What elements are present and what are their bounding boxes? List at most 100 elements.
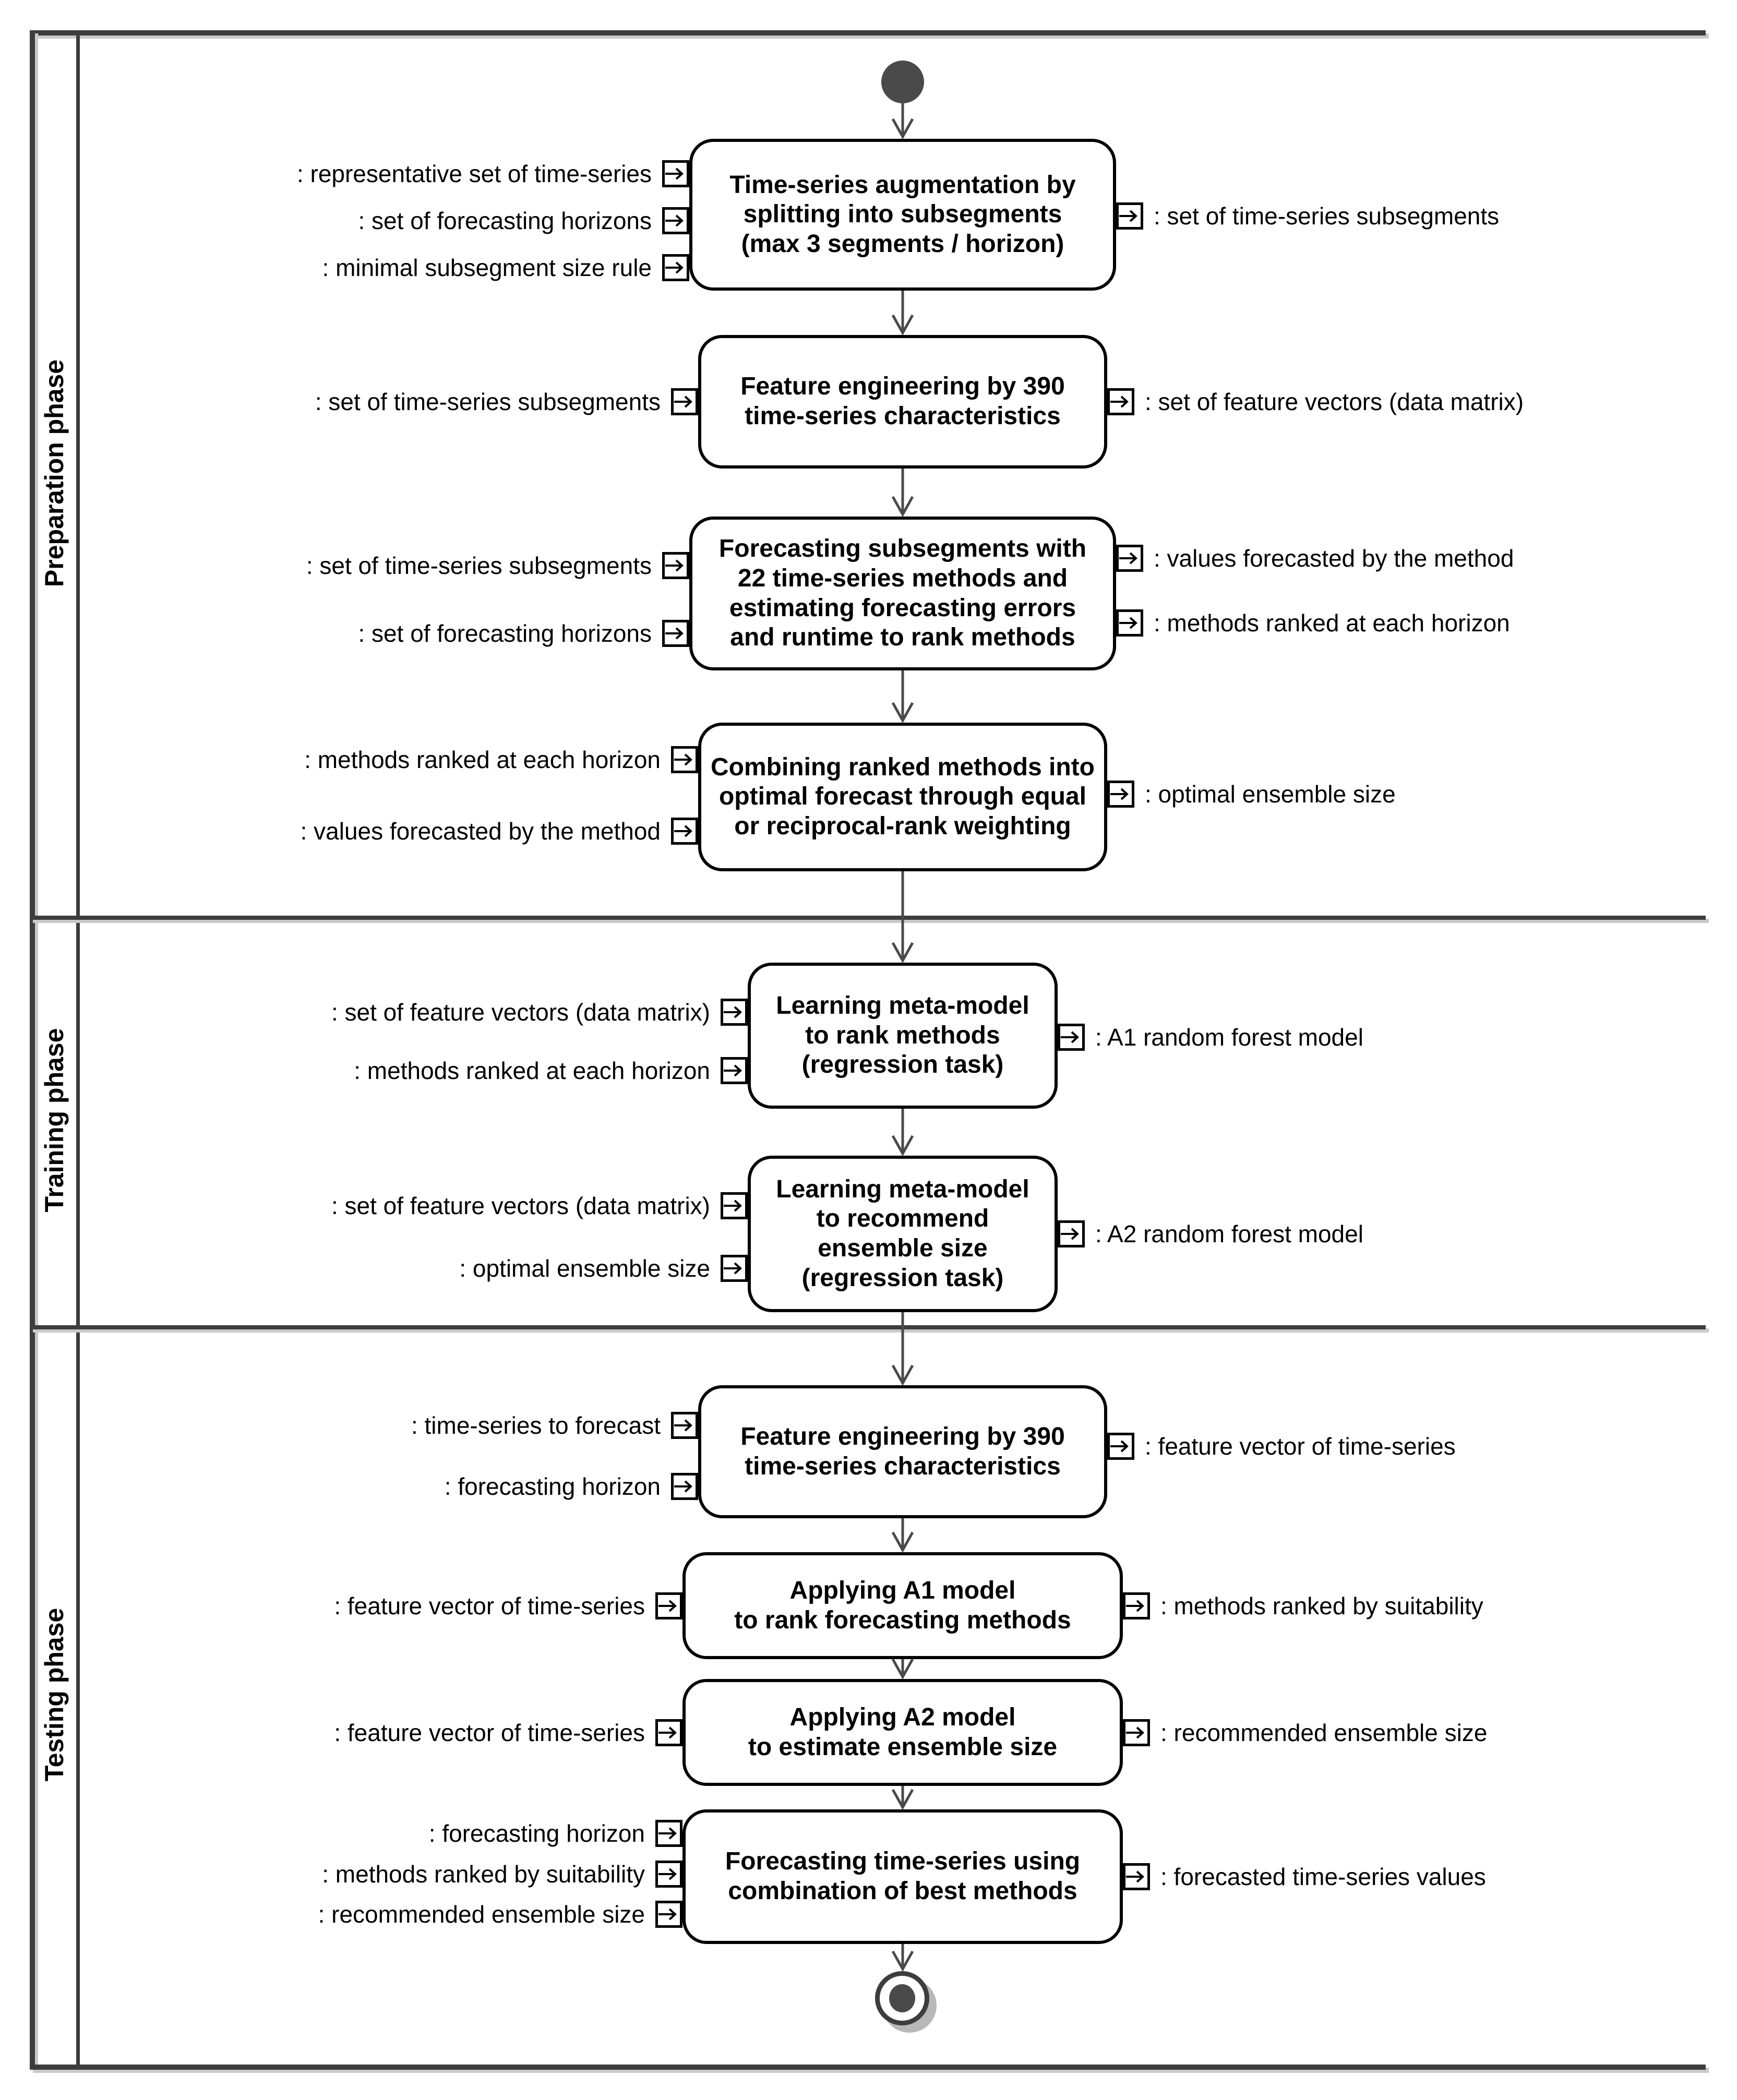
pin-arrow-icon — [1126, 1870, 1144, 1883]
pin-arrow-icon — [1119, 552, 1137, 565]
pin-arrow-icon — [674, 753, 692, 766]
phase-divider-testing — [30, 1325, 1706, 1329]
phase-divider-training — [30, 916, 1706, 920]
output-pin-label: : A1 random forest model — [1095, 1024, 1363, 1051]
pin-arrow-icon — [1110, 1440, 1129, 1453]
output-pin-label: : values forecasted by the method — [1154, 545, 1514, 572]
input-pin-label: : set of time-series subsegments — [306, 552, 652, 579]
activity-box: Feature engineering by 390 time-series c… — [698, 335, 1107, 469]
pin-arrow-icon — [674, 1419, 692, 1432]
input-pin — [671, 746, 698, 773]
pin-arrow-icon — [674, 395, 692, 408]
pin-arrow-icon — [1061, 1228, 1079, 1240]
pin-arrow-icon — [1119, 210, 1137, 222]
output-pin-label: : set of time-series subsegments — [1154, 202, 1500, 230]
input-pin-label: : forecasting horizon — [428, 1820, 645, 1847]
flow-arrow — [891, 291, 914, 336]
input-pin — [662, 552, 689, 579]
input-pin-label: : recommended ensemble size — [318, 1901, 645, 1928]
pin-arrow-icon — [724, 1006, 742, 1018]
output-pin-label: : methods ranked by suitability — [1160, 1592, 1483, 1619]
pin-arrow-icon — [665, 627, 684, 640]
pin-arrow-icon — [1119, 617, 1137, 629]
pin-arrow-icon — [674, 825, 692, 837]
output-pin — [1123, 1592, 1150, 1619]
output-pin-label: : methods ranked at each horizon — [1154, 609, 1510, 637]
output-pin — [1107, 1433, 1134, 1460]
output-pin — [1058, 1220, 1085, 1247]
pin-arrow-icon — [665, 214, 684, 227]
input-pin-label: : set of forecasting horizons — [358, 620, 652, 647]
output-pin — [1116, 545, 1143, 572]
final-node-dot-icon — [889, 1984, 915, 2012]
input-pin-label: : time-series to forecast — [411, 1412, 661, 1439]
pin-arrow-icon — [658, 1827, 677, 1840]
input-pin — [655, 1592, 682, 1619]
pin-arrow-icon — [665, 261, 684, 274]
phase-label-preparation: Preparation phase — [40, 359, 69, 587]
input-pin — [662, 160, 689, 187]
output-pin-label: : optimal ensemble size — [1145, 781, 1396, 808]
input-pin-label: : set of time-series subsegments — [315, 388, 661, 415]
frame-border-bottom — [30, 2065, 1706, 2070]
pin-arrow-icon — [658, 1726, 677, 1739]
output-pin — [1116, 202, 1143, 230]
frame-border-top — [30, 30, 1706, 35]
activity-box: Combining ranked methods into optimal fo… — [698, 723, 1107, 871]
pin-arrow-icon — [1110, 395, 1129, 408]
activity-box: Applying A2 model to estimate ensemble s… — [682, 1679, 1123, 1786]
flow-arrow — [891, 102, 914, 140]
input-pin — [671, 1412, 698, 1439]
pin-arrow-icon — [724, 1064, 742, 1077]
input-pin-label: : set of forecasting horizons — [358, 207, 652, 234]
input-pin-label: : feature vector of time-series — [334, 1592, 645, 1619]
input-pin — [655, 1861, 682, 1888]
input-pin — [662, 254, 689, 281]
output-pin — [1058, 1024, 1085, 1051]
output-pin — [1123, 1719, 1150, 1746]
activity-box: Forecasting subsegments with 22 time-ser… — [689, 517, 1116, 670]
flow-arrow — [891, 1109, 914, 1157]
pin-arrow-icon — [658, 1868, 677, 1880]
input-pin-label: : methods ranked by suitability — [322, 1861, 645, 1888]
phase-label-testing: Testing phase — [40, 1607, 69, 1782]
flow-arrow — [891, 1658, 914, 1680]
activity-box: Feature engineering by 390 time-series c… — [698, 1385, 1107, 1518]
input-pin-label: : optimal ensemble size — [459, 1255, 710, 1282]
pin-arrow-icon — [1110, 788, 1129, 800]
input-pin-label: : set of feature vectors (data matrix) — [331, 999, 710, 1026]
input-pin — [721, 1255, 748, 1282]
input-pin-label: : set of feature vectors (data matrix) — [331, 1192, 710, 1219]
input-pin — [721, 999, 748, 1026]
input-pin — [655, 1901, 682, 1928]
flow-arrow — [891, 469, 914, 518]
input-pin-label: : feature vector of time-series — [334, 1719, 645, 1746]
input-pin-label: : minimal subsegment size rule — [322, 254, 652, 281]
frame-border-left — [30, 30, 35, 2070]
lane-label-divider — [76, 30, 80, 2070]
input-pin — [671, 388, 698, 415]
activity-box: Applying A1 model to rank forecasting me… — [682, 1552, 1123, 1659]
input-pin — [662, 207, 689, 234]
pin-arrow-icon — [1061, 1031, 1079, 1043]
output-pin — [1107, 781, 1134, 808]
output-pin — [1116, 609, 1143, 637]
input-pin-label: : forecasting horizon — [444, 1473, 661, 1500]
pin-arrow-icon — [665, 167, 684, 180]
input-pin-label: : methods ranked at each horizon — [304, 746, 661, 773]
flow-arrow — [891, 1312, 914, 1386]
input-pin-label: : representative set of time-series — [296, 160, 652, 187]
input-pin — [671, 1473, 698, 1500]
output-pin-label: : recommended ensemble size — [1160, 1719, 1488, 1746]
output-pin-label: : forecasted time-series values — [1160, 1863, 1486, 1890]
pin-arrow-icon — [658, 1600, 677, 1612]
pin-arrow-icon — [724, 1199, 742, 1212]
flow-arrow — [891, 1518, 914, 1553]
pin-arrow-icon — [1126, 1726, 1144, 1739]
pin-arrow-icon — [658, 1908, 677, 1921]
output-pin — [1107, 388, 1134, 415]
input-pin-label: : values forecasted by the method — [300, 818, 661, 845]
output-pin-label: : A2 random forest model — [1095, 1220, 1363, 1247]
pin-arrow-icon — [724, 1262, 742, 1275]
